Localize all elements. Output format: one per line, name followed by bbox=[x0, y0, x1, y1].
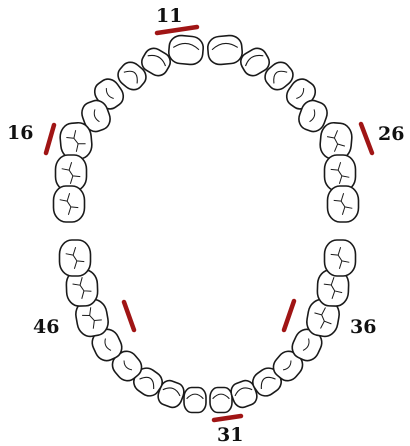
upper-tooth bbox=[52, 185, 86, 223]
lower-tooth bbox=[75, 298, 109, 338]
label-tooth-36: 36 bbox=[350, 316, 377, 338]
marker-tooth-11 bbox=[154, 24, 200, 36]
lower-tooth bbox=[91, 328, 123, 362]
upper-tooth bbox=[240, 47, 270, 77]
label-tooth-26: 26 bbox=[378, 123, 405, 145]
upper-arch bbox=[52, 34, 360, 223]
label-tooth-31: 31 bbox=[217, 424, 244, 446]
upper-tooth bbox=[323, 154, 357, 192]
upper-tooth bbox=[81, 99, 111, 133]
lower-tooth bbox=[323, 239, 357, 277]
marker-tooth-36 bbox=[281, 298, 297, 333]
upper-tooth bbox=[264, 61, 294, 91]
marker-tooth-26 bbox=[358, 121, 375, 156]
lower-arch bbox=[58, 239, 357, 414]
marker-tooth-16 bbox=[43, 122, 57, 156]
upper-tooth bbox=[167, 34, 205, 66]
label-tooth-11: 11 bbox=[156, 5, 183, 27]
upper-tooth bbox=[298, 99, 328, 133]
upper-tooth bbox=[206, 34, 244, 66]
markers bbox=[43, 24, 375, 423]
upper-tooth bbox=[117, 61, 147, 91]
label-tooth-46: 46 bbox=[33, 316, 60, 338]
upper-tooth bbox=[141, 47, 171, 77]
marker-tooth-31 bbox=[211, 413, 244, 423]
upper-tooth bbox=[326, 185, 360, 223]
lower-tooth bbox=[58, 239, 92, 277]
label-tooth-16: 16 bbox=[7, 122, 34, 144]
lower-tooth bbox=[272, 350, 304, 382]
marker-tooth-46 bbox=[121, 299, 137, 333]
lower-tooth bbox=[209, 386, 233, 414]
lower-tooth bbox=[183, 386, 207, 414]
